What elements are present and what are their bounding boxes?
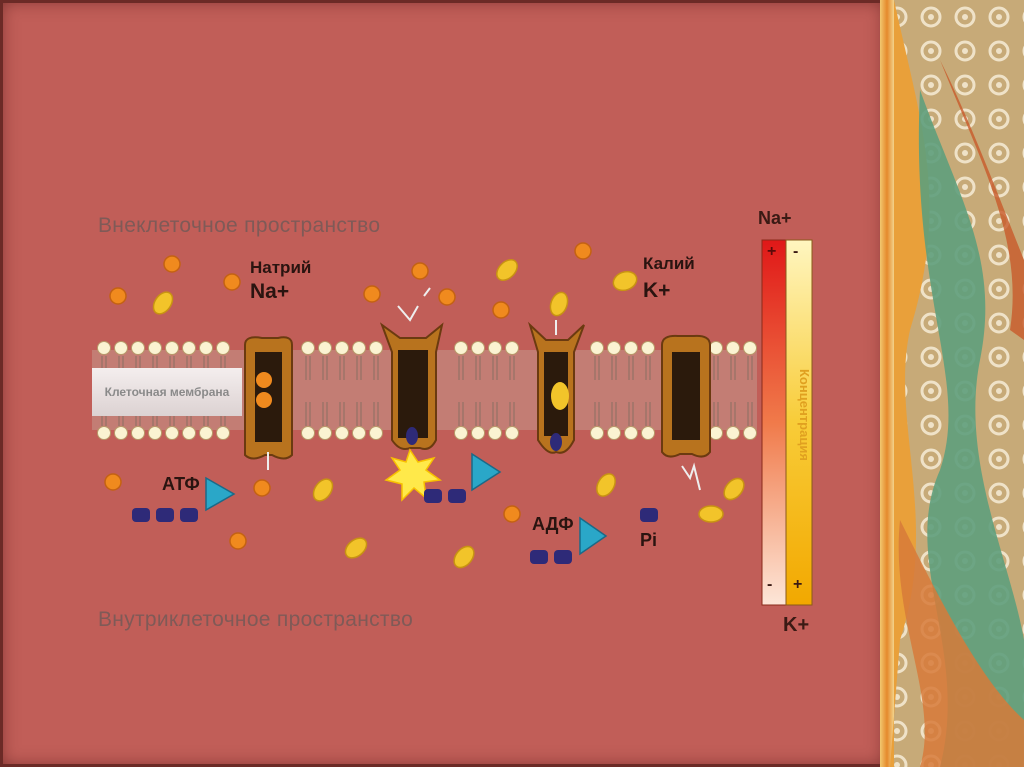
pump-protein-2 [379,322,444,450]
decorative-border-panel [880,0,1024,767]
sodium-potassium-pump-diagram [92,239,813,606]
ion-release-marks [267,287,701,491]
pump-protein-3 [527,321,585,454]
sodium-top-sign: + [767,243,777,260]
sodium-ions [104,242,592,550]
intracellular-space-label: Внутриклеточное пространство [98,608,414,631]
potassium-bottom-sign: + [793,576,803,593]
pump-protein-1 [244,336,293,460]
phosphate-label: Pi [640,530,658,550]
adp-molecule [530,516,608,564]
sodium-bottom-sign: - [767,576,773,593]
gradient-top-symbol: Na+ [758,208,792,228]
atp-molecule-1 [132,476,236,522]
cell-membrane-label: Клеточная мембрана [92,368,242,416]
gradient-bottom-symbol: K+ [783,614,810,636]
concentration-label: Концентрация [797,369,812,461]
adp-label: АДФ [532,514,574,534]
potassium-symbol: K+ [643,279,671,302]
sodium-label: Натрий [250,258,312,277]
potassium-ions [152,259,745,569]
atp-molecule-2 [424,452,502,503]
pump-protein-4 [661,334,711,458]
sodium-symbol: Na+ [250,280,290,303]
potassium-label: Калий [643,254,695,273]
energy-burst-icon [384,448,442,502]
atp-label: АТФ [162,474,200,494]
extracellular-space-label: Внеклеточное пространство [98,214,381,237]
concentration-gradient-bars [761,239,813,606]
phosphate-molecule [640,508,658,522]
potassium-top-sign: - [793,243,799,260]
